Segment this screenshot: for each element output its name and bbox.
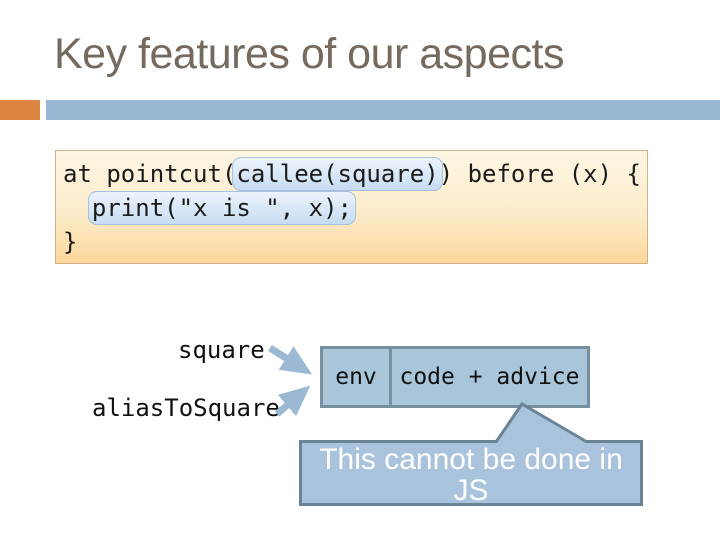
code-line-1: at pointcut(callee(square)) before (x) { <box>63 157 643 191</box>
code-advice-cell: code + advice <box>399 364 580 390</box>
label-alias-to-square: aliasToSquare <box>92 394 280 422</box>
slide-title: Key features of our aspects <box>54 30 564 78</box>
code-line-1-pre: at pointcut( <box>63 160 237 188</box>
code-line-1-post: ) before (x) { <box>438 160 641 188</box>
code-line-2: print("x is ", x); <box>63 191 643 225</box>
accent-bar-blue <box>46 100 720 120</box>
callout-text: This cannot be done in JS <box>319 443 623 507</box>
highlight-callee-square: callee(square) <box>232 157 443 191</box>
highlight-print-statement: print("x is ", x); <box>87 191 356 225</box>
arrow-square-to-env <box>268 345 313 375</box>
code-line-3-text: } <box>63 228 78 256</box>
arrow-alias-to-env <box>274 385 311 417</box>
code-line-3: } <box>63 225 643 259</box>
env-cell: env <box>323 349 392 405</box>
callout-box: This cannot be done in JS <box>299 440 643 506</box>
code-snippet-box: at pointcut(callee(square)) before (x) {… <box>55 150 648 264</box>
label-square: square <box>178 336 265 364</box>
callout-pointer-fill <box>496 404 587 444</box>
accent-bar-orange <box>0 100 40 120</box>
callout-pointer-edge <box>494 401 588 444</box>
env-code-advice-box: env code + advice <box>320 346 590 408</box>
